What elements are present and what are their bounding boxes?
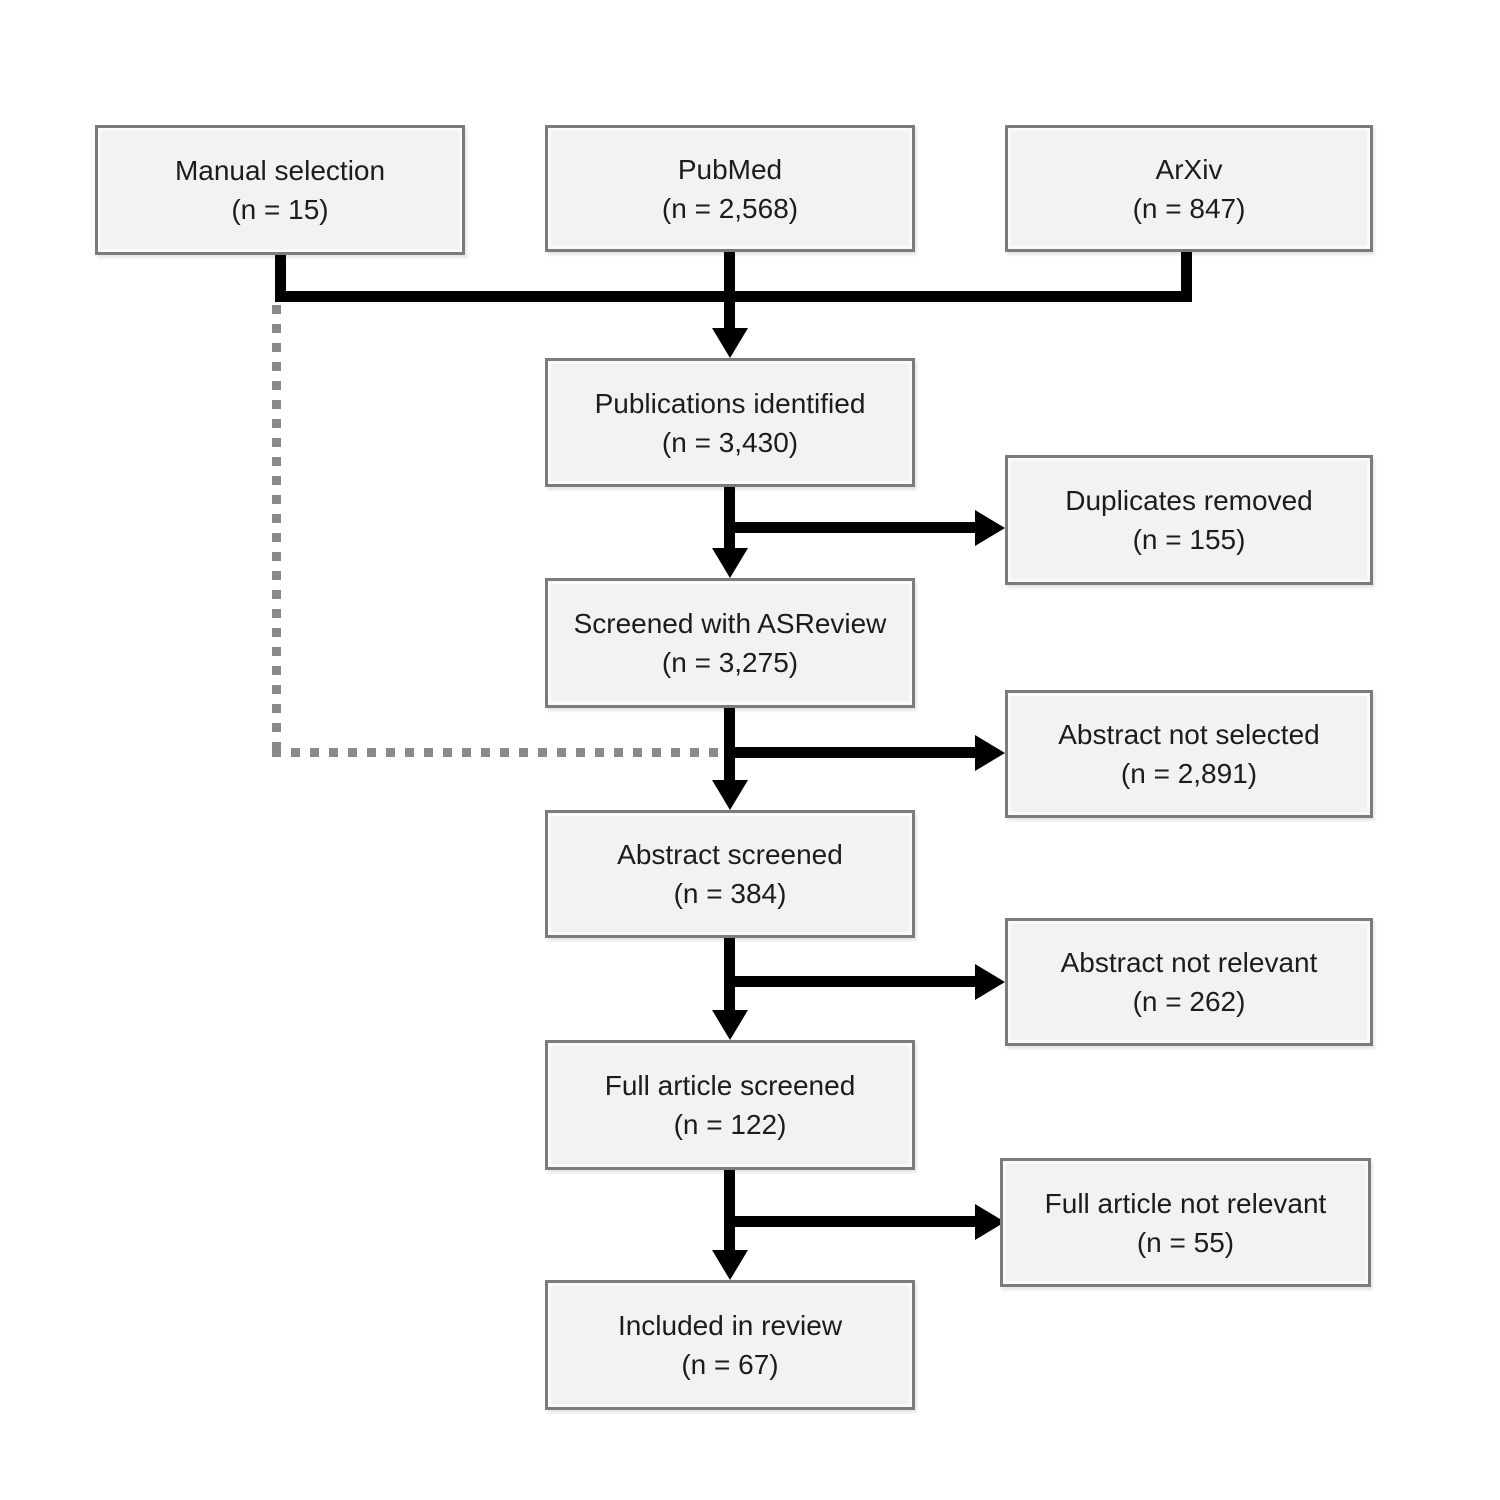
arrowhead-into-duplicates-removed [975, 510, 1005, 546]
publications-identified-count: (n = 3,430) [661, 426, 799, 458]
abstract-not-selected-count: (n = 2,891) [1120, 758, 1258, 789]
abstract-screened-label: Abstract screened [617, 839, 843, 870]
box-abstract-screened: Abstract screened (n = 384) [545, 810, 915, 938]
box-full-article-not-relevant: Full article not relevant (n = 55) [1000, 1158, 1371, 1287]
arrowhead-into-screened [712, 548, 748, 578]
arrowhead-into-full-article-screened [712, 1010, 748, 1040]
full-article-screened-label: Full article screened [604, 1070, 856, 1101]
connector-fullarticle-to-included [724, 1168, 735, 1252]
abstract-screened-count: (n = 384) [673, 878, 787, 909]
box-screened-asreview: Screened with ASReview (n = 3,275) [545, 578, 915, 708]
full-article-not-relevant-count: (n = 55) [1136, 1226, 1235, 1258]
full-article-screened-count: (n = 122) [673, 1109, 787, 1140]
branch-to-abstract-not-selected [724, 747, 977, 758]
connector-abstract-to-fullarticle [724, 936, 735, 1012]
arxiv-count: (n = 847) [1132, 192, 1246, 224]
arrowhead-into-included-in-review [712, 1250, 748, 1280]
manual-selection-count: (n = 15) [231, 194, 329, 225]
arrowhead-into-abstract-screened [712, 780, 748, 810]
abstract-not-relevant-label: Abstract not relevant [1060, 947, 1318, 978]
connector-arxiv-to-merge [1181, 252, 1192, 302]
publications-identified-label: Publications identified [594, 387, 866, 419]
connector-identified-to-screened [724, 485, 735, 550]
branch-to-duplicates-removed [724, 522, 977, 533]
box-publications-identified: Publications identified (n = 3,430) [545, 358, 915, 487]
arrowhead-into-abstract-not-relevant [975, 964, 1005, 1000]
duplicates-removed-label: Duplicates removed [1065, 485, 1313, 516]
full-article-not-relevant-label: Full article not relevant [1044, 1187, 1327, 1219]
connector-screened-to-abstract [724, 706, 735, 782]
arrowhead-into-identified [712, 328, 748, 358]
branch-to-full-article-not-relevant [724, 1216, 977, 1227]
dotted-manual-bypass-vertical [272, 305, 281, 757]
box-abstract-not-relevant: Abstract not relevant (n = 262) [1005, 918, 1373, 1046]
box-full-article-screened: Full article screened (n = 122) [545, 1040, 915, 1170]
abstract-not-selected-label: Abstract not selected [1058, 719, 1320, 750]
box-abstract-not-selected: Abstract not selected (n = 2,891) [1005, 690, 1373, 818]
pubmed-count: (n = 2,568) [661, 192, 799, 224]
dotted-manual-bypass-horizontal [272, 748, 724, 757]
box-included-in-review: Included in review (n = 67) [545, 1280, 915, 1410]
connector-manual-to-merge [275, 252, 286, 302]
arxiv-label: ArXiv [1155, 153, 1223, 185]
arrowhead-into-abstract-not-selected [975, 735, 1005, 771]
manual-selection-label: Manual selection [174, 155, 386, 186]
screened-asreview-count: (n = 3,275) [661, 647, 799, 678]
branch-to-abstract-not-relevant [724, 976, 977, 987]
duplicates-removed-count: (n = 155) [1132, 524, 1246, 555]
connector-pubmed-to-identified [724, 250, 735, 330]
pubmed-label: PubMed [677, 153, 783, 185]
box-duplicates-removed: Duplicates removed (n = 155) [1005, 455, 1373, 585]
included-in-review-count: (n = 67) [681, 1349, 779, 1380]
abstract-not-relevant-count: (n = 262) [1132, 986, 1246, 1017]
box-arxiv: ArXiv (n = 847) [1005, 125, 1373, 252]
box-manual-selection: Manual selection (n = 15) [95, 125, 465, 255]
box-pubmed: PubMed (n = 2,568) [545, 125, 915, 252]
screened-asreview-label: Screened with ASReview [573, 608, 887, 639]
included-in-review-label: Included in review [617, 1310, 843, 1341]
